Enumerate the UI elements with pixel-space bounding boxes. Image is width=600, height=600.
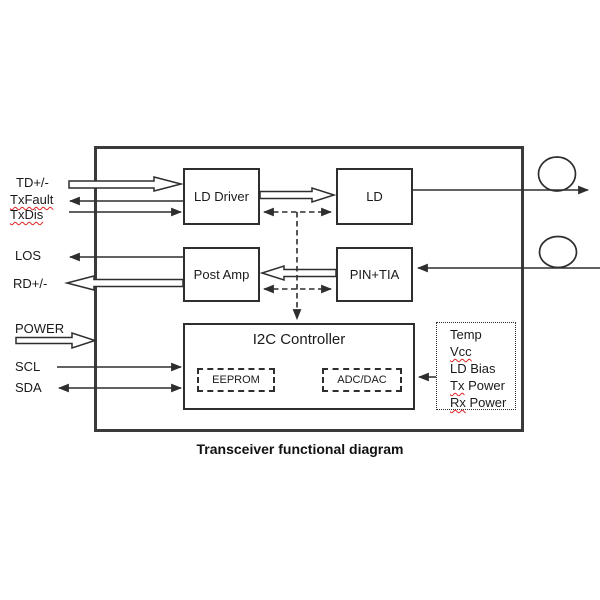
block-pin-tia: PIN+TIA xyxy=(336,247,413,302)
label-txdis: TxDis xyxy=(10,207,44,222)
monitor-item-temp: Temp xyxy=(450,327,482,342)
block-post-amp: Post Amp xyxy=(183,247,260,302)
monitor-item-tx-power: Tx Power xyxy=(450,378,505,393)
label-txfault: TxFault xyxy=(10,192,54,207)
block-i2c-controller-label: I2C Controller xyxy=(252,331,346,348)
monitor-item-vcc: Vcc xyxy=(450,344,472,359)
label-sda: SDA xyxy=(15,380,42,395)
label-rd: RD+/- xyxy=(13,276,48,291)
label-scl: SCL xyxy=(15,359,41,374)
block-pin-tia-label: PIN+TIA xyxy=(349,267,400,282)
block-ld-driver-label: LD Driver xyxy=(194,189,249,204)
block-i2c-controller: I2C Controller xyxy=(183,323,415,410)
monitor-item-rx-power: Rx Power xyxy=(450,395,507,410)
block-post-amp-label: Post Amp xyxy=(193,267,250,282)
block-eeprom: EEPROM xyxy=(197,368,275,392)
label-td: TD+/- xyxy=(16,175,49,190)
monitor-item-ld-bias: LD Bias xyxy=(450,361,496,376)
label-power: POWER xyxy=(15,321,65,336)
block-adc-dac-label: ADC/DAC xyxy=(337,374,387,386)
block-eeprom-label: EEPROM xyxy=(212,374,260,386)
fiber-loop-top xyxy=(537,156,577,192)
monitor-values-box: Temp Vcc LD Bias Tx Power Rx Power xyxy=(436,322,516,410)
block-adc-dac: ADC/DAC xyxy=(322,368,402,392)
diagram-caption: Transceiver functional diagram xyxy=(196,441,404,457)
fiber-loop-bottom xyxy=(538,235,578,269)
label-los: LOS xyxy=(15,248,42,263)
block-ld: LD xyxy=(336,168,413,225)
block-ld-label: LD xyxy=(366,189,383,204)
block-ld-driver: LD Driver xyxy=(183,168,260,225)
